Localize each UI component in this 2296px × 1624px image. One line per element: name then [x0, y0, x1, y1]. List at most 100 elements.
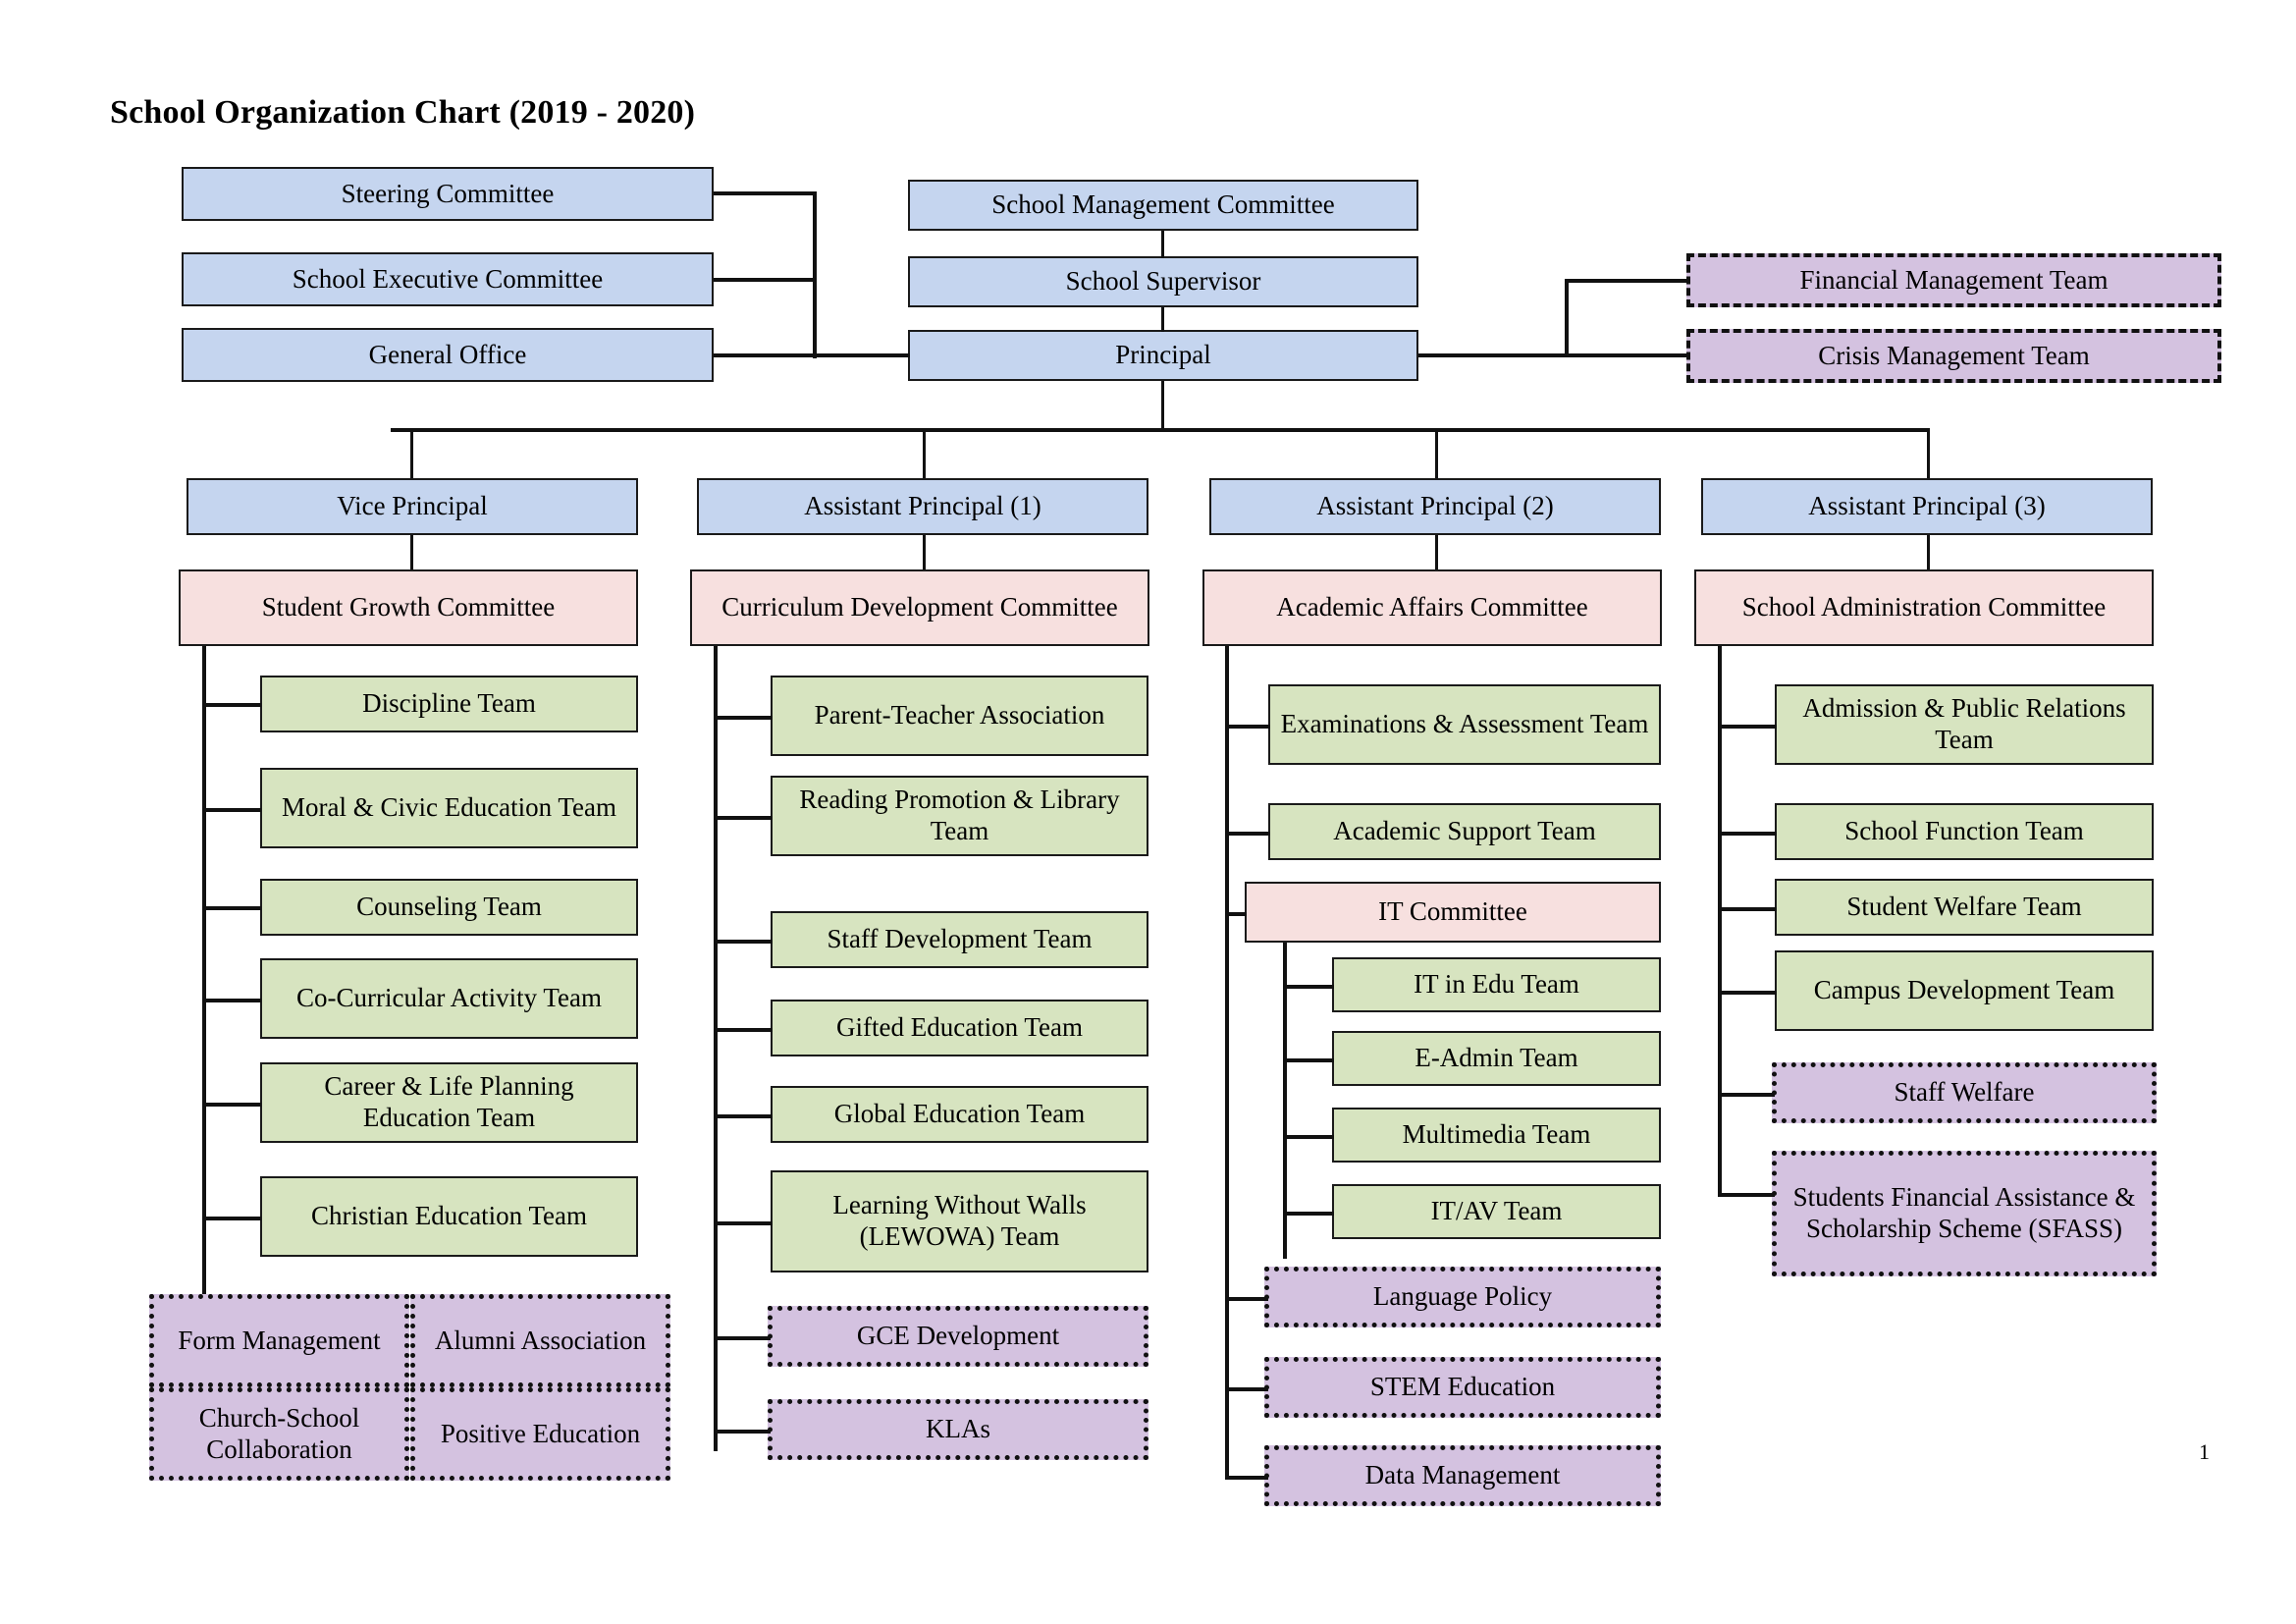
connector-executive — [714, 278, 817, 282]
connector-drop-4 — [1927, 428, 1930, 479]
branch-it-4 — [1283, 1212, 1334, 1216]
box-global-education-team[interactable]: Global Education Team — [771, 1086, 1148, 1143]
branch-3-2 — [1225, 832, 1270, 836]
box-reading-promotion-library-team[interactable]: Reading Promotion & Library Team — [771, 776, 1148, 856]
connector-right-bus — [1565, 279, 1569, 355]
box-parent-teacher-association[interactable]: Parent-Teacher Association — [771, 676, 1148, 756]
box-general-office[interactable]: General Office — [182, 328, 714, 382]
box-e-admin-team[interactable]: E-Admin Team — [1332, 1031, 1661, 1086]
page-number: 1 — [2199, 1439, 2210, 1464]
box-career-life-planning-education-team[interactable]: Career & Life Planning Education Team — [260, 1062, 638, 1143]
connector-general-office — [714, 353, 910, 357]
box-assistant-principal-2[interactable]: Assistant Principal (2) — [1209, 478, 1661, 535]
branch-it-2 — [1283, 1058, 1334, 1062]
box-admission-public-relations-team[interactable]: Admission & Public Relations Team — [1775, 684, 2154, 765]
box-school-executive-committee[interactable]: School Executive Committee — [182, 252, 714, 306]
box-christian-education-team[interactable]: Christian Education Team — [260, 1176, 638, 1257]
box-student-growth-committee[interactable]: Student Growth Committee — [179, 569, 638, 646]
box-co-curricular-activity-team[interactable]: Co-Curricular Activity Team — [260, 958, 638, 1039]
box-discipline-team[interactable]: Discipline Team — [260, 676, 638, 732]
branch-4-5 — [1718, 1093, 1775, 1097]
box-vice-principal[interactable]: Vice Principal — [187, 478, 638, 535]
box-gce-development[interactable]: GCE Development — [768, 1306, 1148, 1367]
branch-it-1 — [1283, 985, 1334, 989]
connector-principal-down — [1161, 381, 1164, 430]
box-counseling-team[interactable]: Counseling Team — [260, 879, 638, 936]
box-school-administration-committee[interactable]: School Administration Committee — [1694, 569, 2154, 646]
branch-1-1 — [202, 703, 261, 707]
connector-drop-1 — [410, 428, 413, 479]
branch-3-1 — [1225, 725, 1270, 729]
box-campus-development-team[interactable]: Campus Development Team — [1775, 950, 2154, 1031]
box-school-supervisor[interactable]: School Supervisor — [908, 256, 1418, 307]
box-learning-without-walls-team[interactable]: Learning Without Walls (LEWOWA) Team — [771, 1170, 1148, 1272]
box-moral-civic-education-team[interactable]: Moral & Civic Education Team — [260, 768, 638, 848]
box-data-management[interactable]: Data Management — [1264, 1445, 1661, 1506]
box-examinations-assessment-team[interactable]: Examinations & Assessment Team — [1268, 684, 1661, 765]
box-staff-welfare[interactable]: Staff Welfare — [1772, 1062, 2157, 1123]
branch-3-5 — [1225, 1387, 1268, 1391]
branch-1-3 — [202, 906, 261, 910]
connector-drop-3 — [1435, 428, 1438, 479]
box-it-in-edu-team[interactable]: IT in Edu Team — [1332, 957, 1661, 1012]
box-gifted-education-team[interactable]: Gifted Education Team — [771, 1000, 1148, 1056]
box-positive-education[interactable]: Positive Education — [410, 1387, 670, 1481]
box-assistant-principal-3[interactable]: Assistant Principal (3) — [1701, 478, 2153, 535]
box-alumni-association[interactable]: Alumni Association — [410, 1294, 670, 1387]
box-academic-affairs-committee[interactable]: Academic Affairs Committee — [1202, 569, 1662, 646]
connector-ap3-committee — [1927, 535, 1930, 569]
box-it-committee[interactable]: IT Committee — [1245, 882, 1661, 943]
box-academic-support-team[interactable]: Academic Support Team — [1268, 803, 1661, 860]
box-financial-management-team[interactable]: Financial Management Team — [1686, 253, 2221, 307]
box-church-school-collaboration[interactable]: Church-School Collaboration — [149, 1387, 409, 1481]
branch-2-2 — [714, 816, 773, 820]
connector-main-bus — [391, 428, 1930, 432]
box-multimedia-team[interactable]: Multimedia Team — [1332, 1108, 1661, 1163]
box-crisis-management-team[interactable]: Crisis Management Team — [1686, 329, 2221, 383]
box-steering-committee[interactable]: Steering Committee — [182, 167, 714, 221]
box-school-management-committee[interactable]: School Management Committee — [908, 180, 1418, 231]
box-stem-education[interactable]: STEM Education — [1264, 1357, 1661, 1418]
branch-4-1 — [1718, 725, 1777, 729]
branch-3-3 — [1225, 912, 1247, 916]
box-assistant-principal-1[interactable]: Assistant Principal (1) — [697, 478, 1148, 535]
branch-2-1 — [714, 716, 773, 720]
connector-drop-2 — [923, 428, 926, 479]
box-sfass[interactable]: Students Financial Assistance & Scholars… — [1772, 1151, 2157, 1276]
connector-ap1-committee — [923, 535, 926, 569]
branch-2-5 — [714, 1114, 773, 1118]
connector-ap2-committee — [1435, 535, 1438, 569]
connector-steering — [714, 191, 817, 195]
branch-3-4 — [1225, 1297, 1268, 1301]
branch-1-2 — [202, 808, 261, 812]
branch-1-5 — [202, 1103, 261, 1107]
branch-1-4 — [202, 999, 261, 1002]
box-staff-development-team[interactable]: Staff Development Team — [771, 911, 1148, 968]
connector-principal-right — [1418, 353, 1688, 357]
box-principal[interactable]: Principal — [908, 330, 1418, 381]
connector-smc-supervisor — [1161, 231, 1164, 258]
branch-2-3 — [714, 940, 773, 944]
box-curriculum-development-committee[interactable]: Curriculum Development Committee — [690, 569, 1149, 646]
box-school-function-team[interactable]: School Function Team — [1775, 803, 2154, 860]
branch-4-6 — [1718, 1193, 1775, 1197]
spine-column-4 — [1718, 646, 1722, 1196]
branch-4-4 — [1718, 991, 1777, 995]
branch-4-3 — [1718, 907, 1777, 911]
branch-2-4 — [714, 1028, 773, 1032]
box-klas[interactable]: KLAs — [768, 1399, 1148, 1460]
branch-2-7 — [714, 1336, 771, 1340]
box-student-welfare-team[interactable]: Student Welfare Team — [1775, 879, 2154, 936]
branch-it-3 — [1283, 1135, 1334, 1139]
connector-left-bus — [813, 191, 817, 358]
connector-financial — [1565, 279, 1688, 283]
connector-supervisor-principal — [1161, 307, 1164, 332]
box-it-av-team[interactable]: IT/AV Team — [1332, 1184, 1661, 1239]
box-form-management[interactable]: Form Management — [149, 1294, 409, 1387]
spine-column-3 — [1225, 646, 1229, 1476]
box-language-policy[interactable]: Language Policy — [1264, 1267, 1661, 1327]
spine-it-committee — [1283, 943, 1287, 1259]
spine-column-2 — [714, 646, 718, 1451]
branch-2-8 — [714, 1430, 771, 1434]
